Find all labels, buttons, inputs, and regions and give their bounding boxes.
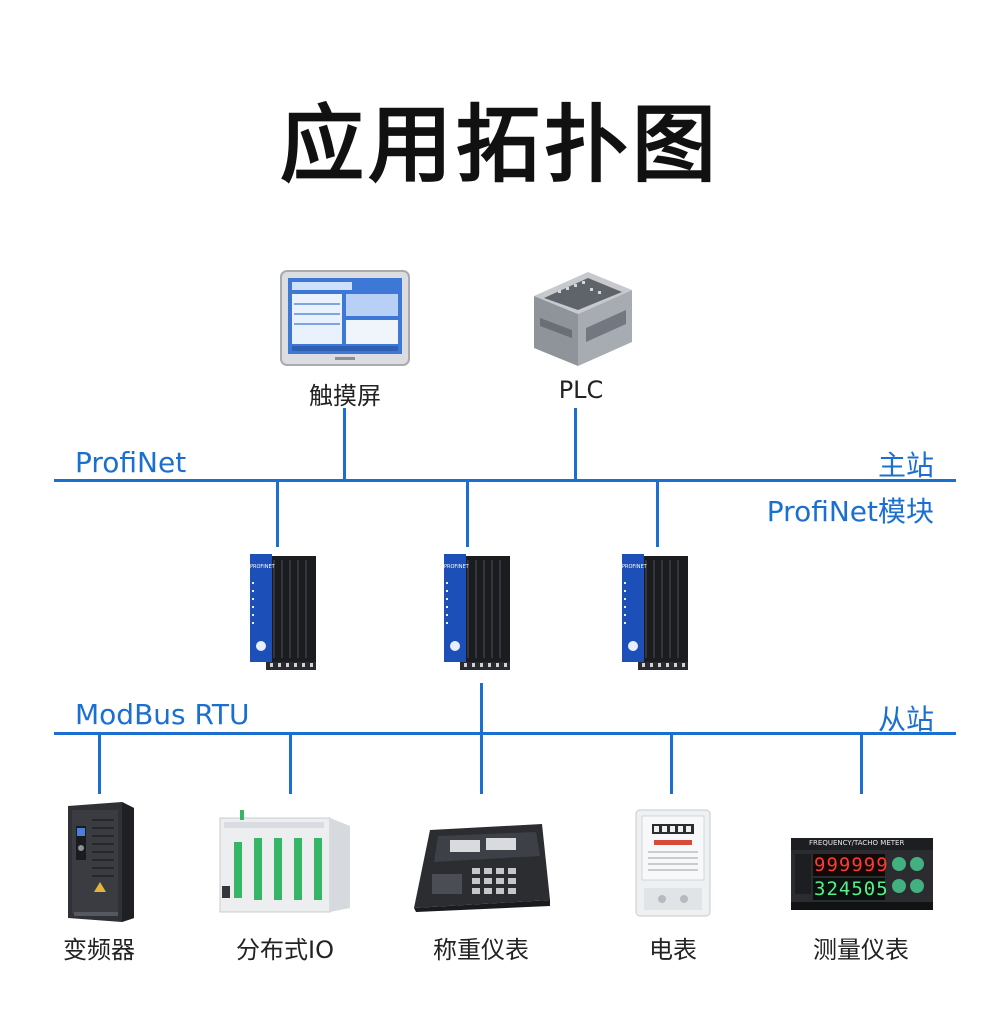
plc-icon (534, 272, 632, 366)
device-label-distributed-io: 分布式IO (236, 936, 334, 964)
connector-weighing (480, 734, 483, 794)
slave-label: 从站 (877, 703, 934, 736)
device-label-touchscreen: 触摸屏 (309, 382, 381, 410)
master-label: 主站 (877, 449, 934, 482)
profinet-module-1: PROFINET (248, 552, 318, 672)
profinet-gateway-module-icon (250, 554, 316, 670)
profinet-gateway-module-icon (444, 554, 510, 670)
profinet-label: ProfiNet (75, 446, 187, 479)
touchscreen-hmi-icon (280, 270, 410, 366)
meter-display-line-2: 324505 (814, 878, 889, 900)
page-title: 应用拓扑图 (279, 96, 720, 194)
connector-module-to-modbus (480, 683, 483, 733)
connector-plc (574, 408, 577, 480)
connector-module-2 (466, 481, 469, 547)
connector-electric-meter (670, 734, 673, 794)
device-label-electric-meter: 电表 (649, 936, 697, 964)
module-brand-text: PROFINET (622, 564, 647, 570)
weighing-indicator-icon (414, 824, 550, 912)
module-brand-text: PROFINET (444, 564, 469, 570)
modbus-label: ModBus RTU (75, 698, 250, 731)
connector-measuring-meter (860, 734, 863, 794)
meter-header: FREQUENCY/TACHO METER (809, 839, 905, 847)
device-label-inverter: 变频器 (63, 936, 135, 964)
profinet-bus-line (54, 479, 956, 482)
connector-module-3 (656, 481, 659, 547)
profinet-module-3: PROFINET (620, 552, 690, 672)
device-label-measuring-meter: 测量仪表 (813, 936, 909, 964)
measuring-meter: FREQUENCY/TACHO METER 999999 324505 (791, 838, 933, 910)
distributed-io-icon (219, 810, 350, 913)
modbus-bus-line (54, 732, 956, 735)
connector-touchscreen (343, 408, 346, 480)
profinet-gateway-module-icon (622, 554, 688, 670)
connector-distributed-io (289, 734, 292, 794)
electric-meter-icon (635, 809, 711, 917)
profinet-module-label: ProfiNet模块 (766, 495, 934, 528)
module-brand-text: PROFINET (250, 564, 275, 570)
device-label-plc: PLC (558, 376, 604, 404)
connector-inverter (98, 734, 101, 794)
connector-module-1 (276, 481, 279, 547)
measuring-meter-icon (791, 838, 933, 910)
meter-display-line-1: 999999 (814, 854, 889, 876)
inverter-icon (68, 802, 134, 922)
device-label-weighing: 称重仪表 (433, 936, 529, 964)
profinet-module-2: PROFINET (442, 552, 512, 672)
